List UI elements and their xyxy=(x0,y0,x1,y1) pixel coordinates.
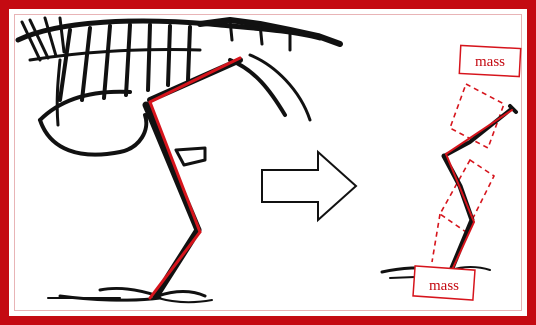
mass-label-bottom: mass xyxy=(429,278,459,294)
mass-label-top: mass xyxy=(475,54,505,70)
mass-box-top: mass xyxy=(459,45,520,76)
leg-bone-highlight xyxy=(150,58,240,298)
mass-box-bottom: mass xyxy=(413,266,475,300)
mass-segment-middle xyxy=(440,160,494,232)
leg-model-icon xyxy=(382,84,516,278)
right-arrow-icon xyxy=(262,152,356,220)
